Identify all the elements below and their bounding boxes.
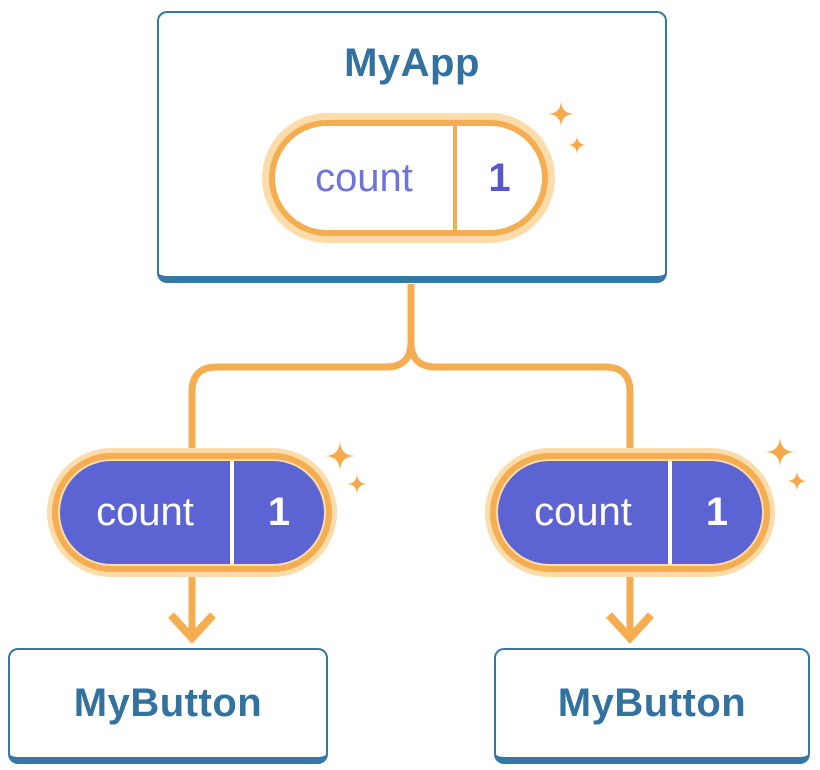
- connector-right-branch: [407, 284, 634, 634]
- component-box-mybutton-right: MyButton: [494, 648, 810, 764]
- prop-pill-left: count 1: [47, 448, 337, 577]
- state-label: count: [315, 155, 413, 200]
- pill-divider: [230, 461, 234, 564]
- sparkle-icon: [764, 436, 808, 492]
- pill-divider: [668, 461, 672, 564]
- prop-pill-right: count 1: [485, 448, 775, 577]
- component-title-mybutton-left: MyButton: [73, 681, 263, 725]
- pill-divider: [453, 126, 457, 230]
- state-pill-root: count 1: [262, 113, 555, 243]
- sparkle-icon: [324, 440, 368, 495]
- prop-value: 1: [705, 490, 729, 534]
- arrow-down-icon: [168, 612, 216, 644]
- prop-label: count: [534, 490, 632, 534]
- prop-pill-right-ring: count 1: [490, 453, 770, 572]
- prop-pill-left-body: count 1: [60, 461, 324, 564]
- arrow-down-icon: [606, 612, 654, 644]
- component-title-mybutton-right: MyButton: [557, 681, 747, 725]
- component-title-myapp: MyApp: [344, 41, 480, 85]
- prop-pill-left-ring: count 1: [52, 453, 332, 572]
- prop-value: 1: [267, 490, 291, 534]
- prop-label: count: [96, 490, 194, 534]
- component-box-mybutton-left: MyButton: [8, 648, 328, 764]
- prop-pill-right-body: count 1: [498, 461, 762, 564]
- sparkle-icon: [547, 100, 587, 155]
- state-value: 1: [488, 155, 511, 200]
- state-pill-root-body: count 1: [269, 120, 548, 236]
